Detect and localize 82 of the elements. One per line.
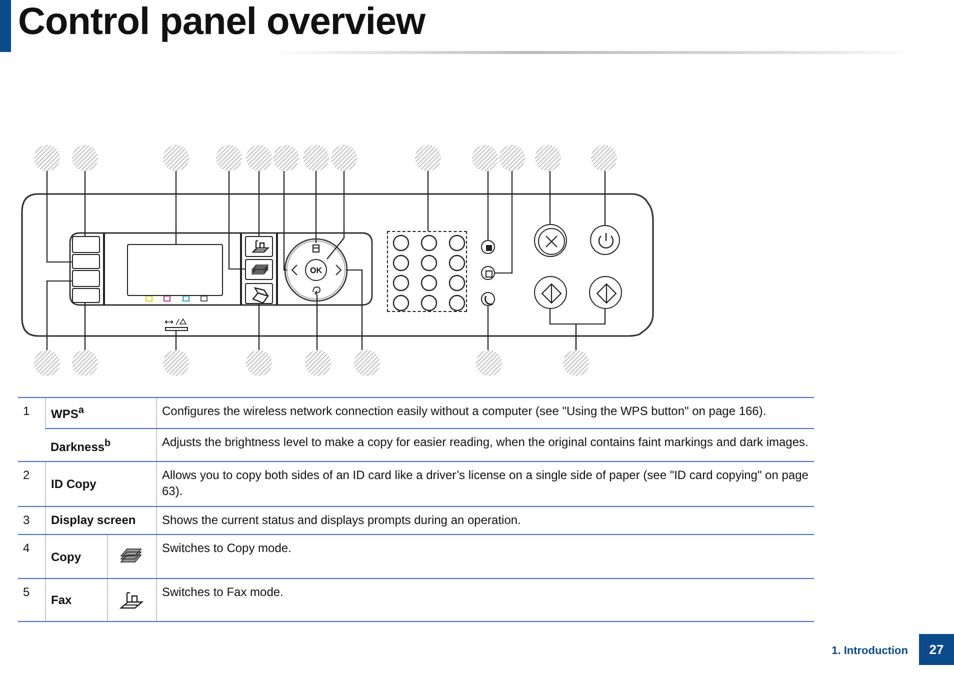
start-button [534, 276, 567, 309]
leader-line [258, 171, 260, 236]
page-title: Control panel overview [18, 0, 426, 45]
small-round-button [481, 292, 495, 306]
callout-marker [246, 350, 272, 376]
panel-button [72, 270, 100, 287]
leader-line [46, 171, 72, 263]
leader-line [315, 171, 317, 243]
callout-marker [305, 350, 331, 376]
callout-marker [273, 145, 299, 171]
callout-marker [354, 350, 380, 376]
item-name: WPS$^{a}$ [51, 407, 84, 421]
panel-button [72, 236, 100, 253]
item-name: Darkness$^{b}$ [50, 440, 111, 454]
callout-marker [535, 145, 561, 171]
leader-line [326, 171, 345, 260]
leader-line [84, 171, 86, 236]
leader-line [316, 295, 318, 350]
leader-line [346, 269, 363, 350]
callout-marker [34, 145, 60, 171]
row-number: 1 [23, 404, 30, 418]
panel-button [72, 288, 100, 303]
callout-marker [72, 145, 98, 171]
item-description: Switches to Copy mode. [162, 541, 292, 555]
item-description: Allows you to copy both sides of an ID card like a driver’s license on a single side of paper (see "ID card copying" on page 63). [162, 468, 808, 498]
ok-button: OK [305, 259, 327, 281]
item-name: ID Copy [51, 477, 96, 491]
row-number: 5 [23, 585, 30, 599]
scan-button [245, 283, 273, 304]
callout-marker [303, 145, 329, 171]
item-description: Shows the current status and displays prompts during an operation. [162, 513, 521, 527]
row-number: 3 [23, 513, 30, 527]
copy-button [245, 259, 273, 280]
back-key [311, 285, 321, 295]
item-description: Adjusts the brightness level to make a copy for easier reading, when the original contains faint markings and dark images. [162, 435, 808, 449]
callout-marker [591, 145, 617, 171]
item-name: Copy [51, 550, 81, 564]
callout-marker [472, 145, 498, 171]
leader-line [487, 171, 489, 240]
menu-key [311, 243, 321, 253]
fax-button [245, 236, 273, 257]
leader-line [575, 309, 606, 350]
leader-line [46, 280, 72, 350]
callout-marker [499, 145, 525, 171]
callout-marker [246, 145, 272, 171]
callout-marker [216, 145, 242, 171]
start-button [589, 276, 622, 309]
callout-marker [563, 350, 589, 376]
callout-marker [163, 350, 189, 376]
leader-line [427, 171, 429, 231]
callout-marker [72, 350, 98, 376]
item-name: Display screen [51, 513, 136, 527]
leader-line [175, 171, 177, 244]
leader-line [604, 171, 606, 225]
status-led [165, 327, 188, 331]
leader-line [495, 171, 513, 274]
leader-line [549, 171, 551, 224]
item-description: Switches to Fax mode. [162, 585, 284, 599]
callout-marker [34, 350, 60, 376]
panel-button [72, 254, 100, 269]
callout-marker [331, 145, 357, 171]
leader-line [283, 171, 287, 271]
item-description: Configures the wireless network connection easily without a computer (see "Using the WPS button" on page 166). [162, 404, 766, 418]
small-round-button [481, 240, 495, 254]
leader-line [487, 306, 489, 350]
display-screen [127, 244, 223, 296]
section-label: 1. Introduction [832, 644, 908, 659]
item-name: Fax [51, 593, 72, 607]
callout-marker [163, 145, 189, 171]
stop-button [534, 224, 567, 257]
callout-marker [415, 145, 441, 171]
row-number: 4 [23, 541, 30, 555]
power-button [590, 225, 620, 255]
callout-marker [476, 350, 502, 376]
leader-line [84, 303, 86, 350]
number-keypad [387, 231, 467, 312]
page-number: 27 [919, 634, 954, 665]
leader-line [228, 171, 245, 270]
small-round-button [481, 266, 495, 280]
leader-line [175, 331, 177, 350]
row-number: 2 [23, 468, 30, 482]
leader-line [258, 304, 260, 350]
